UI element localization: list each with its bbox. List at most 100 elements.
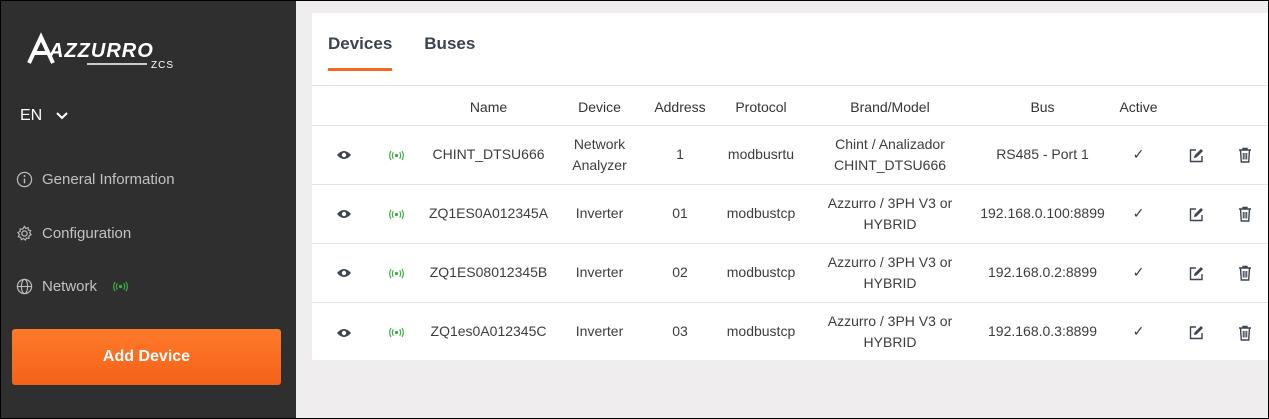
brand-name: AZZURRO [48,40,154,62]
add-device-button[interactable]: Add Device [12,329,281,385]
brand-sub: ZCS [151,60,174,71]
header-device: Device [578,98,621,115]
signal-icon [388,268,404,279]
devices-table: Name Device Address Protocol Brand/Model… [312,89,1268,361]
cell-address: 1 [639,124,721,184]
cell-address: 01 [639,183,721,243]
cell-active: ✓ [1106,124,1171,184]
cell-brand-model: Azzurro / 3PH V3 or HYBRID [801,301,979,361]
cell-protocol: modbustcp [721,183,801,243]
devices-card: Devices Buses Name Device Address Pr [312,13,1268,361]
delete-button[interactable] [1222,242,1268,302]
header-protocol: Protocol [735,98,787,115]
view-button[interactable] [312,242,375,302]
cell-brand-model: Azzurro / 3PH V3 or HYBRID [801,183,979,243]
cell-active: ✓ [1106,242,1171,302]
edit-button[interactable] [1171,183,1222,243]
header-edit [1171,89,1222,125]
eye-icon [336,269,351,278]
table-row: ZQ1ES0A012345A Inverter 01 modbustcp Azz… [312,183,1268,243]
header-brand-model: Brand/Model [850,98,930,115]
main-content: Devices Buses Name Device Address Pr [296,1,1268,418]
header-view [312,89,375,125]
view-button[interactable] [312,183,375,243]
status-cell [375,183,417,243]
table-row: CHINT_DTSU666 Network Analyzer 1 modbusr… [312,124,1268,184]
cell-address: 03 [639,301,721,361]
signal-icon [388,327,404,338]
cell-name: CHINT_DTSU666 [417,124,560,184]
nav-item-general-information[interactable]: General Information [16,171,175,188]
header-address: Address [654,98,706,115]
language-value: EN [20,107,43,124]
trash-icon [1239,148,1251,163]
header-bus: Bus [1030,98,1055,115]
eye-icon [336,151,351,160]
cell-brand-model: Chint / Analizador CHINT_DTSU666 [801,124,979,184]
trash-icon [1239,207,1251,222]
table-header-row: Name Device Address Protocol Brand/Model… [312,89,1268,125]
cell-name: ZQ1es0A012345C [417,301,560,361]
nav-label: General Information [42,171,175,188]
tab-divider [312,85,1268,86]
view-button[interactable] [312,124,375,184]
header-status [375,89,417,125]
edit-icon [1189,326,1203,340]
tab-buses[interactable]: Buses [424,34,476,53]
cell-protocol: modbusrtu [721,124,801,184]
info-icon [16,171,33,188]
cell-device: Inverter [560,183,639,243]
edit-button[interactable] [1171,124,1222,184]
cell-address: 02 [639,242,721,302]
edit-button[interactable] [1171,301,1222,361]
edit-icon [1189,266,1203,280]
header-delete [1222,89,1268,125]
cell-bus: 192.168.0.3:8899 [979,301,1106,361]
cell-active: ✓ [1106,301,1171,361]
edit-icon [1189,207,1203,221]
delete-button[interactable] [1222,124,1268,184]
edit-button[interactable] [1171,242,1222,302]
nav-label: Configuration [42,225,132,242]
signal-icon [113,281,128,292]
cell-device: Network Analyzer [560,124,639,184]
tab-devices[interactable]: Devices [328,34,393,71]
trash-icon [1239,266,1251,281]
status-cell [375,242,417,302]
cell-active: ✓ [1106,183,1171,243]
cell-device: Inverter [560,242,639,302]
tab-bar: Devices Buses [328,34,475,71]
header-active: Active [1119,98,1158,115]
delete-button[interactable] [1222,301,1268,361]
table-row: ZQ1ES08012345B Inverter 02 modbustcp Azz… [312,242,1268,302]
cell-protocol: modbustcp [721,242,801,302]
trash-icon [1239,325,1251,341]
cell-protocol: modbustcp [721,301,801,361]
gear-icon [17,225,32,241]
cell-device: Inverter [560,301,639,361]
delete-button[interactable] [1222,183,1268,243]
status-cell [375,124,417,184]
language-select[interactable]: EN [20,107,68,125]
cell-name: ZQ1ES0A012345A [417,183,560,243]
cell-bus: 192.168.0.2:8899 [979,242,1106,302]
brand-logo: AZZURRO ZCS [27,32,174,71]
eye-icon [336,210,351,219]
globe-icon [16,278,33,295]
cell-bus: 192.168.0.100:8899 [979,183,1106,243]
sidebar: AZZURRO ZCS EN General Information Confi… [1,1,296,418]
nav-item-configuration[interactable]: Configuration [16,225,131,242]
chevron-down-icon [56,112,68,120]
view-button[interactable] [312,301,375,361]
table-row: ZQ1es0A012345C Inverter 03 modbustcp Azz… [312,301,1268,361]
nav-item-network[interactable]: Network [16,278,129,295]
header-name: Name [469,98,508,115]
nav-label: Network [42,278,98,295]
cell-name: ZQ1ES08012345B [417,242,560,302]
edit-icon [1189,148,1203,162]
eye-icon [336,328,351,337]
signal-icon [388,209,404,220]
signal-icon [388,150,404,161]
cell-brand-model: Azzurro / 3PH V3 or HYBRID [801,242,979,302]
